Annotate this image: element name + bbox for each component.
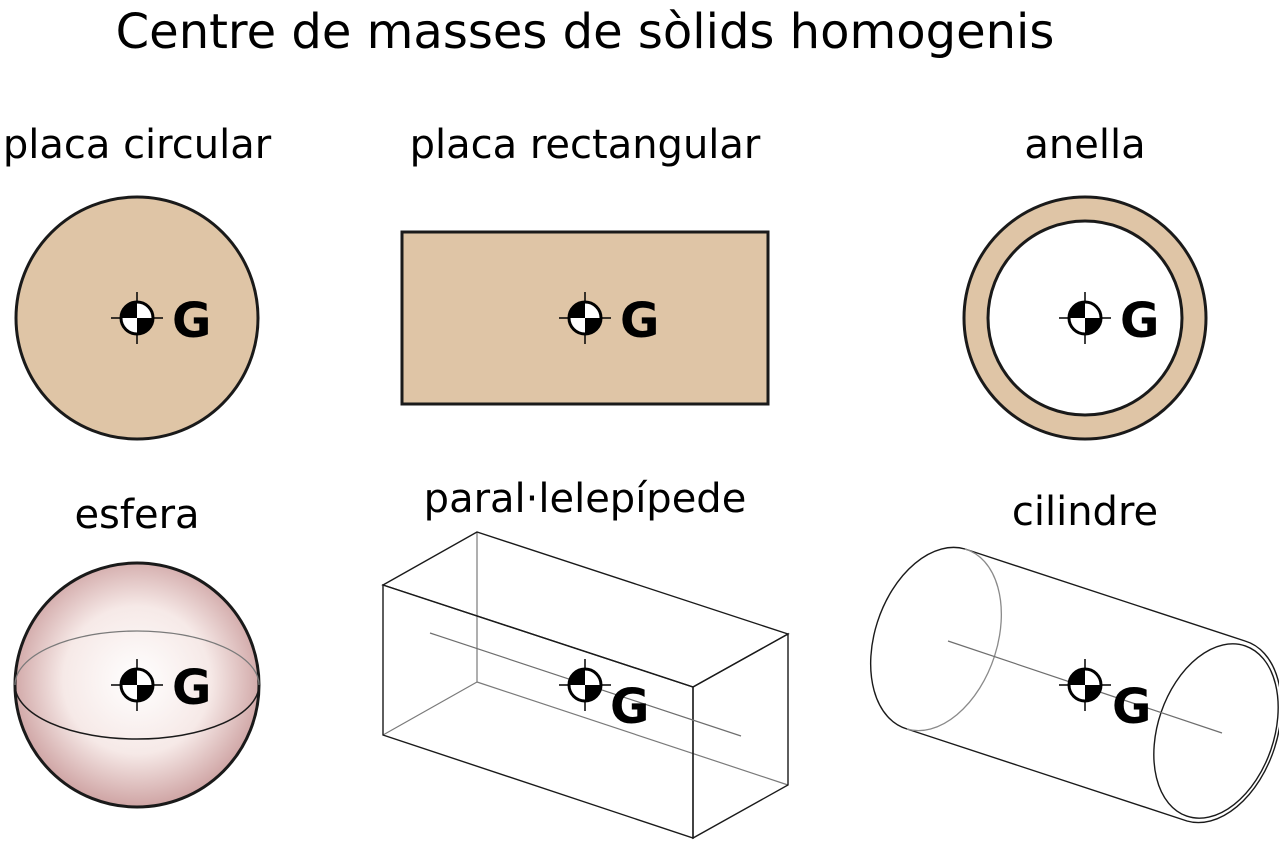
ring-shape bbox=[962, 195, 1208, 441]
diagram-title: Centre de masses de sòlids homogenis bbox=[116, 4, 1055, 60]
centroid-label-circular-plate: G bbox=[172, 293, 211, 349]
centroid-label-parallelepiped: G bbox=[610, 679, 649, 735]
label-parallelepiped: paral·lelepípede bbox=[424, 476, 747, 522]
centroid-label-sphere: G bbox=[172, 660, 211, 716]
label-circular-plate: placa circular bbox=[3, 122, 272, 168]
centroid-label-rectangular-plate: G bbox=[620, 293, 659, 349]
label-ring: anella bbox=[1024, 122, 1145, 168]
label-cylinder: cilindre bbox=[1012, 489, 1158, 535]
centroid-label-ring: G bbox=[1120, 293, 1159, 349]
label-sphere: esfera bbox=[74, 492, 199, 538]
label-rectangular-plate: placa rectangular bbox=[410, 122, 761, 168]
centroid-marker-cylinder bbox=[1057, 657, 1113, 713]
centroid-label-cylinder: G bbox=[1112, 679, 1151, 735]
centroid-marker-parallelepiped bbox=[557, 657, 613, 713]
